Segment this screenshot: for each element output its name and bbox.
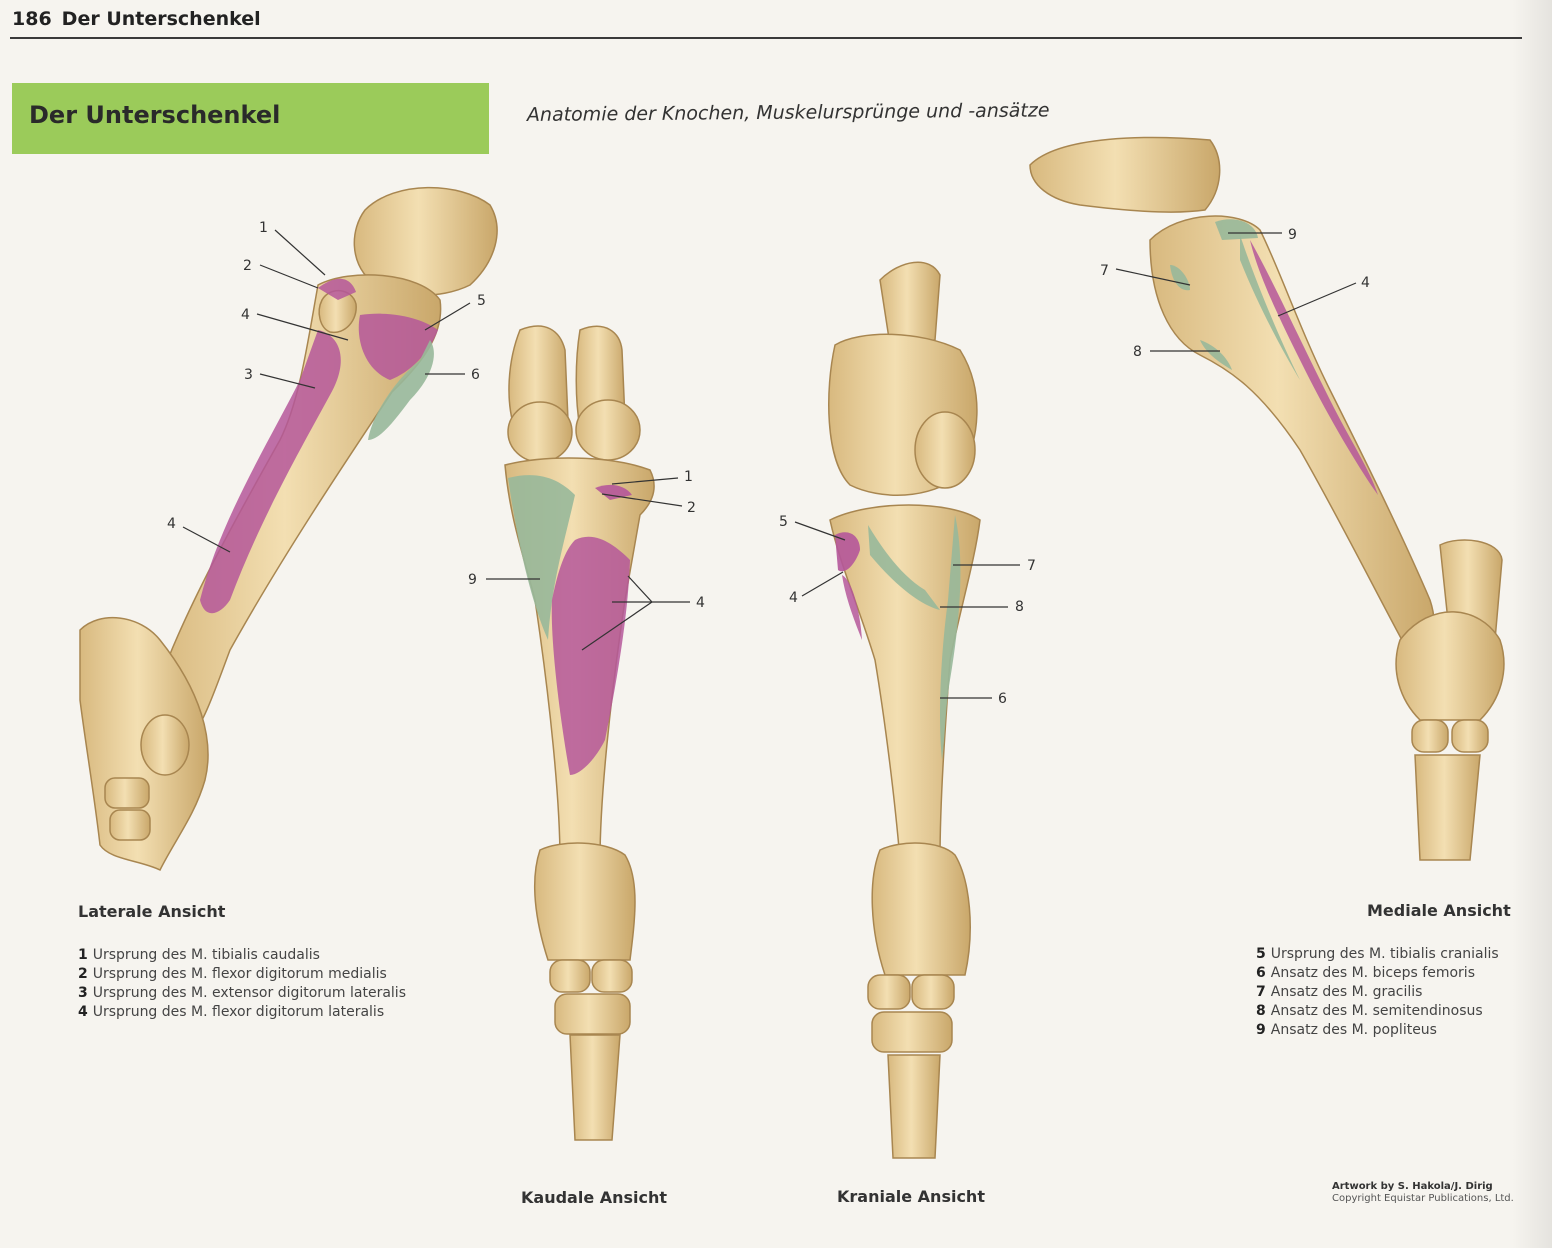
caudal-view-title: Kaudale Ansicht bbox=[521, 1188, 668, 1207]
page-number: 186 bbox=[12, 8, 52, 30]
running-head: 186 Der Unterschenkel bbox=[12, 8, 261, 30]
medial-view-title: Mediale Ansicht bbox=[1367, 901, 1511, 920]
caudal-callout: 1 bbox=[684, 469, 693, 485]
lateral-callout: 6 bbox=[471, 367, 480, 383]
chapter-title-band: Der Unterschenkel bbox=[12, 83, 489, 154]
callout-numbers: 1 2 4 3 5 6 4 1 2 9 4 5 4 7 8 6 9 7 4 8 bbox=[167, 220, 1370, 707]
lateral-callout: 5 bbox=[477, 293, 486, 309]
lateral-view-bones bbox=[79, 186, 498, 872]
lateral-callout: 1 bbox=[259, 220, 268, 236]
cranial-callout: 6 bbox=[998, 691, 1007, 707]
cranial-callout: 4 bbox=[789, 590, 798, 606]
cranial-view-muscle-areas bbox=[835, 515, 961, 760]
copyright-line: Copyright Equistar Publications, Ltd. bbox=[1332, 1193, 1514, 1204]
running-title: Der Unterschenkel bbox=[61, 8, 261, 30]
artwork-by: Artwork by S. Hakola/J. Dirig bbox=[1332, 1181, 1493, 1192]
cranial-view-bones bbox=[828, 261, 981, 1159]
lateral-callout: 4 bbox=[167, 516, 176, 532]
header-rule bbox=[10, 37, 1522, 39]
page-gutter-shade bbox=[1512, 0, 1552, 1248]
caudal-callout: 2 bbox=[687, 500, 696, 516]
cranial-view-title: Kraniale Ansicht bbox=[837, 1187, 985, 1206]
leader-lines bbox=[182, 229, 1357, 699]
lateral-callout: 4 bbox=[241, 307, 250, 323]
lateral-callout: 3 bbox=[244, 367, 253, 383]
artwork-credit: Artwork by S. Hakola/J. Dirig Copyright … bbox=[1332, 1181, 1514, 1205]
caudal-callout: 9 bbox=[468, 572, 477, 588]
cranial-callout: 7 bbox=[1027, 558, 1036, 574]
medial-view-muscle-areas bbox=[1170, 219, 1378, 495]
medial-callout: 4 bbox=[1361, 275, 1370, 291]
caudal-callout: 4 bbox=[696, 595, 705, 611]
cranial-callout: 5 bbox=[779, 514, 788, 530]
chapter-title: Der Unterschenkel bbox=[29, 101, 281, 129]
cranial-callout: 8 bbox=[1015, 599, 1024, 615]
medial-callout: 8 bbox=[1133, 344, 1142, 360]
medial-callout: 9 bbox=[1288, 227, 1297, 243]
lateral-view-title: Laterale Ansicht bbox=[78, 902, 226, 921]
lateral-callout: 2 bbox=[243, 258, 252, 274]
medial-callout: 7 bbox=[1100, 263, 1109, 279]
medial-view-bones bbox=[1029, 136, 1505, 861]
lateral-view-muscle-areas bbox=[200, 278, 438, 614]
caudal-view-muscle-areas bbox=[508, 475, 632, 775]
